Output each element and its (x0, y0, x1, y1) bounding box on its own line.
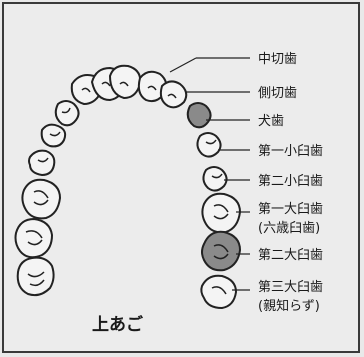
tooth-right-first-molar (201, 192, 242, 234)
label-first-premolar: 第一小臼歯 (258, 144, 323, 159)
tooth-right-central-incisor (108, 64, 142, 100)
label-canine: 犬歯 (258, 114, 284, 129)
tooth-right-first-premolar (196, 132, 222, 158)
label-first-molar: 第一大臼歯 (258, 202, 323, 217)
diagram-frame (2, 2, 360, 353)
tooth-right-canine (186, 102, 212, 129)
tooth-right-second-molar (201, 230, 242, 272)
tooth-right-third-molar (200, 274, 238, 310)
tooth-right-second-premolar (202, 166, 228, 192)
label-second-molar: 第二大臼歯 (258, 248, 323, 263)
label-third-molar: 第三大臼歯 (258, 280, 323, 295)
label-lateral-incisor: 側切歯 (258, 86, 297, 101)
label-second-premolar: 第二小臼歯 (258, 174, 323, 189)
label-third-molar-note: (親知らず) (258, 298, 320, 314)
tooth-left-canine (54, 100, 80, 127)
label-first-molar-note: (六歳臼歯) (258, 221, 320, 236)
tooth-left-second-molar (14, 217, 54, 259)
label-central-incisor: 中切歯 (258, 52, 297, 67)
tooth-left-first-molar (21, 178, 62, 220)
tooth-left-second-premolar (28, 149, 56, 177)
diagram-caption: 上あご (92, 314, 144, 335)
